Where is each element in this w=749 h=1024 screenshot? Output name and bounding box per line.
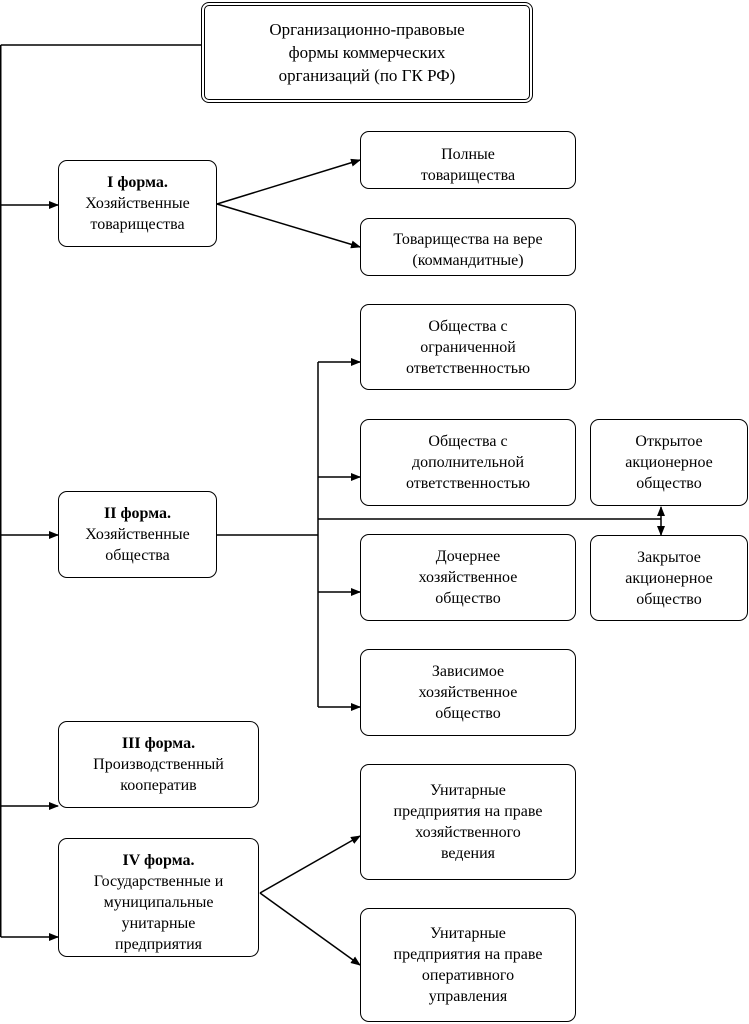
subsidiary-box: Дочернее хозяйственное общество	[360, 534, 576, 621]
open-jsc-line: акционерное	[625, 454, 713, 471]
diagram-title-box: Организационно-правовые формы коммерческ…	[201, 2, 533, 103]
unitary-operative-box: Унитарные предприятия на праве оперативн…	[360, 908, 576, 1022]
dependent-line: хозяйственное	[418, 684, 518, 701]
open-jsc-line: общество	[636, 475, 702, 492]
closed-jsc-line: Закрытое	[637, 548, 701, 566]
title-line: формы коммерческих	[288, 43, 446, 62]
llc-box: Общества с ограниченной ответственностью	[360, 304, 576, 390]
form-3-box: III форма. Производственный кооператив	[58, 721, 259, 808]
subsidiary-line: Дочернее	[435, 548, 501, 565]
form-3-line: кооператив	[120, 777, 197, 794]
limited-partnerships-line: Товарищества на вере	[393, 231, 543, 248]
form-1-line: товарищества	[90, 216, 185, 233]
form-4-line: Государственные и	[93, 873, 224, 890]
form-3-heading: III форма.	[121, 735, 196, 752]
arrow-to-limited-partnerships	[216, 203, 361, 249]
dependent-line: Зависимое	[431, 663, 505, 680]
arrow-to-full-partnerships	[216, 158, 361, 205]
form-1-heading: I форма.	[107, 174, 168, 191]
unitary-operative-line: Унитарные	[430, 925, 506, 942]
arrow-to-unitary-operative	[259, 892, 361, 966]
open-jsc-box: Открытое акционерное общество	[590, 419, 748, 506]
unitary-economic-line: Унитарные	[430, 782, 506, 799]
form-4-line: муниципальные	[103, 894, 214, 911]
form-2-box: II форма. Хозяйственные общества	[58, 491, 217, 578]
open-jsc-line: Открытое	[635, 433, 703, 450]
form-4-line: унитарные	[121, 915, 196, 932]
full-partnerships-box: Полные товарищества	[360, 131, 576, 189]
closed-jsc-line: акционерное	[625, 569, 713, 587]
unitary-operative-line: предприятия на праве	[393, 946, 543, 963]
limited-partnerships-box: Товарищества на вере (коммандитные)	[360, 218, 576, 276]
unitary-economic-line: предприятия на праве	[393, 803, 543, 820]
form-1-box: I форма. Хозяйственные товарищества	[58, 160, 217, 247]
form-2-line: общества	[105, 547, 170, 564]
subsidiary-line: хозяйственное	[418, 569, 518, 586]
form-4-heading: IV форма.	[122, 852, 195, 869]
subsidiary-line: общество	[435, 590, 501, 607]
dependent-box: Зависимое хозяйственное общество	[360, 649, 576, 736]
closed-jsc-line: общество	[636, 590, 702, 608]
alc-box: Общества с дополнительной ответственност…	[360, 419, 576, 506]
llc-line: ограниченной	[420, 338, 516, 356]
llc-line: ответственностью	[405, 359, 531, 377]
form-4-box: IV форма. Государственные и муниципальны…	[58, 838, 259, 957]
llc-line: Общества с	[428, 317, 508, 335]
dependent-line: общество	[435, 705, 501, 722]
form-2-heading: II форма.	[104, 505, 171, 522]
unitary-economic-line: хозяйственного	[415, 824, 521, 841]
unitary-economic-box: Унитарные предприятия на праве хозяйстве…	[360, 764, 576, 880]
alc-line: дополнительной	[411, 454, 525, 471]
form-2-line: Хозяйственные	[85, 526, 190, 543]
form-1-line: Хозяйственные	[85, 195, 190, 212]
arrow-to-unitary-economic	[259, 835, 361, 894]
unitary-operative-line: управления	[428, 988, 508, 1005]
unitary-operative-line: оперативного	[421, 967, 515, 984]
title-line: организаций (по ГК РФ)	[278, 66, 456, 85]
alc-line: Общества с	[428, 433, 508, 450]
unitary-economic-line: ведения	[440, 845, 496, 862]
full-partnerships-line: Полные	[441, 146, 495, 163]
form-3-line: Производственный	[93, 756, 224, 773]
title-line: Организационно-правовые	[269, 20, 465, 39]
full-partnerships-line: товарищества	[420, 167, 516, 184]
form-4-line: предприятия	[115, 936, 202, 953]
alc-line: ответственностью	[405, 475, 531, 492]
closed-jsc-box: Закрытое акционерное общество	[590, 535, 748, 621]
limited-partnerships-line: (коммандитные)	[412, 252, 524, 269]
